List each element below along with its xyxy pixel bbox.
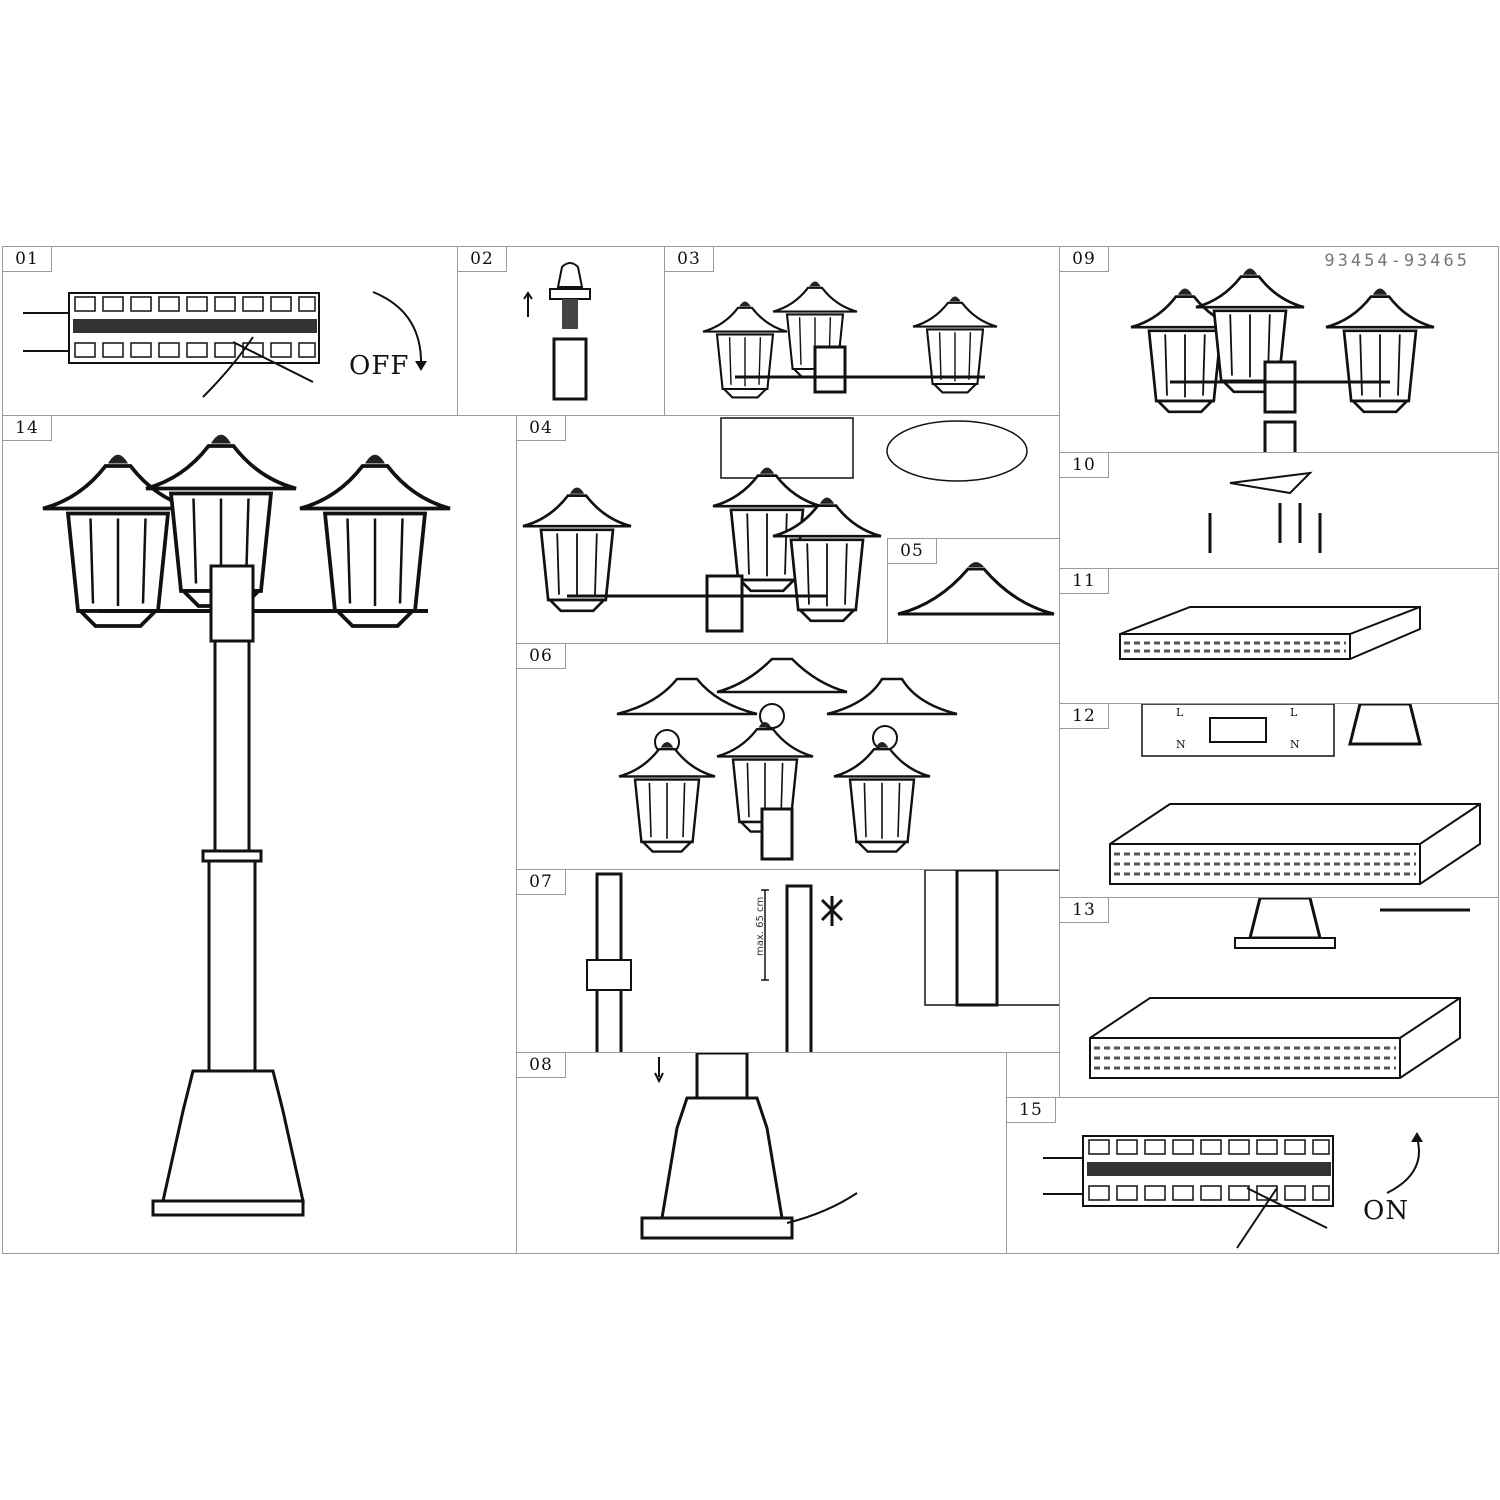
step-label: 07: [517, 870, 566, 895]
step-label: 05: [888, 539, 937, 564]
step-15-panel: 15 ON: [1006, 1097, 1499, 1254]
head-mount-illustration: [1129, 267, 1436, 452]
step-label: 02: [458, 247, 507, 272]
step-07-panel: 07 max. 65 cm: [516, 869, 1060, 1053]
connect-wires-illustration: [1108, 704, 1482, 886]
step-label: 14: [3, 416, 52, 441]
breaker-off-illustration: [23, 291, 427, 398]
step-05-panel: 05: [887, 538, 1060, 644]
step-14-panel: 14: [2, 415, 517, 1254]
step-label: 13: [1060, 898, 1109, 923]
wire-label-n1: N: [1176, 738, 1187, 751]
wire-label-n2: N: [1290, 738, 1301, 751]
finial-removal-illustration: [523, 262, 591, 401]
step-label: 09: [1060, 247, 1109, 272]
wire-label-l2: L: [1290, 706, 1299, 719]
bulb-install-illustration: [616, 657, 958, 861]
step-label: 10: [1060, 453, 1109, 478]
step-label: 01: [3, 247, 52, 272]
step-10-panel: 10: [1059, 452, 1499, 569]
step-label: 12: [1060, 704, 1109, 729]
step-03-panel: 03: [664, 246, 1060, 416]
step-label: 03: [665, 247, 714, 272]
anchor-bolts-illustration: [1208, 471, 1322, 553]
step-label: 06: [517, 644, 566, 669]
off-caption: OFF: [349, 351, 410, 381]
foundation-frame-illustration: [1119, 606, 1421, 660]
max-height-note: max. 65 cm: [755, 896, 766, 956]
arms-attach-illustration: [701, 280, 999, 399]
step-09-panel: 09 93454-93465: [1059, 246, 1499, 453]
bolt-down-illustration: [1088, 898, 1470, 1080]
breaker-on-illustration: [1043, 1132, 1423, 1249]
wiring-heads-illustration: [521, 417, 1028, 633]
base-mount-illustration: [640, 1053, 858, 1240]
step-13-panel: 13: [1059, 897, 1499, 1098]
assembled-lamp-post-illustration: [41, 432, 452, 1217]
step-label: 11: [1060, 569, 1109, 594]
on-caption: ON: [1363, 1196, 1410, 1226]
wire-label-l1: L: [1176, 706, 1185, 719]
step-11-panel: 11: [1059, 568, 1499, 704]
step-label: 04: [517, 416, 566, 441]
step-label: 15: [1007, 1098, 1056, 1123]
step-06-panel: 06: [516, 643, 1060, 870]
pole-cut-illustration: [586, 870, 1059, 1052]
step-01-panel: 01 OFF: [2, 246, 458, 416]
step-02-panel: 02: [457, 246, 665, 416]
model-code: 93454-93465: [1324, 251, 1470, 271]
roof-cap-illustration: [897, 562, 1055, 616]
step-label: 08: [517, 1053, 566, 1078]
step-08-panel: 08: [516, 1052, 1007, 1254]
step-12-panel: 12 L L N N: [1059, 703, 1499, 898]
